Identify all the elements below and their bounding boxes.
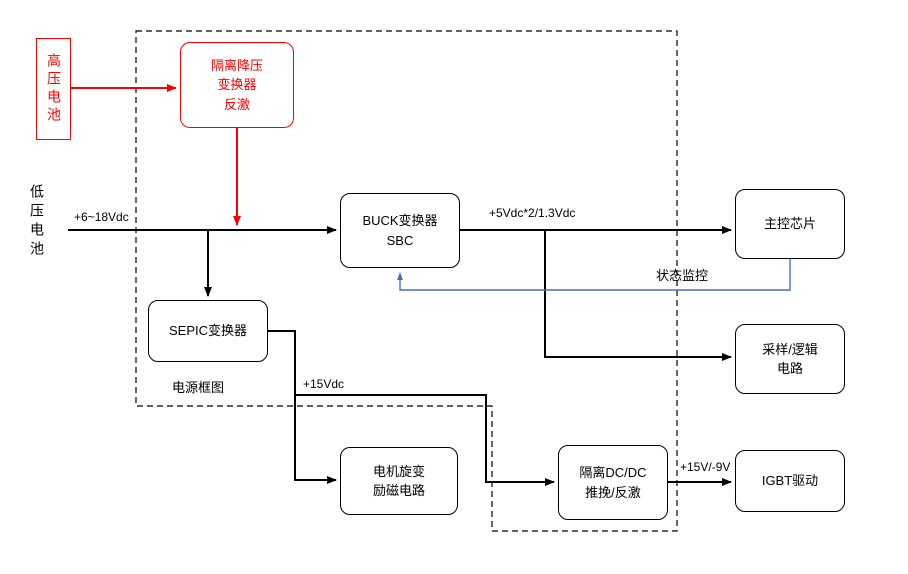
- node-igbt-driver: IGBT驱动: [735, 450, 845, 512]
- dashed-boundary: [135, 30, 678, 532]
- label-lv-battery: 低压电池: [29, 184, 45, 260]
- node-label: 主控芯片: [763, 216, 816, 232]
- node-sampling-logic: 采样/逻辑 电路: [735, 324, 845, 394]
- edge-label-sbc-output-voltage: +5Vdc*2/1.3Vdc: [489, 206, 576, 220]
- node-isolated-buck-flyback: 隔离降压 变换器 反激: [180, 42, 294, 128]
- node-label: BUCK变换器 SBC: [362, 213, 438, 248]
- node-main-control-chip: 主控芯片: [735, 189, 845, 259]
- edge-label-status-monitor: 状态监控: [656, 268, 709, 283]
- node-sepic-converter: SEPIC变换器: [148, 300, 268, 362]
- node-label: IGBT驱动: [761, 473, 819, 489]
- node-buck-sbc: BUCK变换器 SBC: [340, 193, 460, 268]
- edge-label-lv-input-voltage: +6~18Vdc: [74, 210, 129, 224]
- hv-red-path: [71, 84, 241, 226]
- node-isolated-dcdc: 隔离DC/DC 推挽/反激: [558, 445, 668, 520]
- status-monitor-line: [397, 259, 791, 291]
- power-lines: [68, 226, 732, 486]
- diagram-caption: 电源框图: [172, 380, 225, 395]
- node-hv-battery: 高压电池: [36, 38, 71, 140]
- edge-label-dcdc-output-voltage: +15V/-9V: [680, 460, 731, 474]
- edge-label-sepic-output-voltage: +15Vdc: [303, 377, 345, 391]
- node-resolver-excitation: 电机旋变 励磁电路: [340, 447, 458, 515]
- node-label: 隔离降压 变换器 反激: [210, 57, 263, 112]
- node-label: 隔离DC/DC 推挽/反激: [579, 465, 647, 500]
- node-label: SEPIC变换器: [168, 323, 247, 339]
- node-label: 电机旋变 励磁电路: [372, 463, 425, 499]
- node-label: 采样/逻辑 电路: [762, 341, 818, 377]
- node-label: 高压电池: [46, 53, 62, 125]
